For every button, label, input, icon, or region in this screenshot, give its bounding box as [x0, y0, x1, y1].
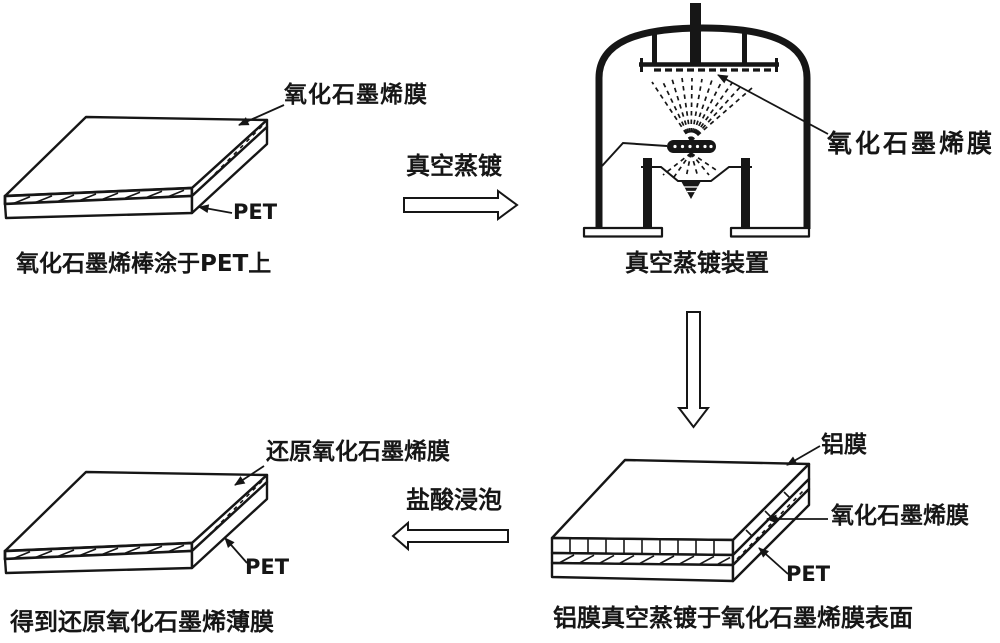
boat-lead-wire: [601, 141, 668, 167]
pet-side-face: [731, 487, 811, 583]
label-rgo-film-step4: 还原氧化石墨烯膜: [266, 439, 450, 465]
boat-charge-dots: [673, 144, 713, 149]
source-trough: [641, 166, 752, 182]
leader-go-film-step2: [717, 74, 829, 135]
stand-post-right: [741, 158, 750, 229]
bell-jar-outline: [595, 24, 811, 229]
vapor-spray-rays: [651, 77, 753, 179]
arrow-vacuum-evaporation: [403, 189, 519, 221]
label-pet-step3: PET: [786, 562, 831, 586]
label-vacuum-evaporation: 真空蒸镀: [406, 152, 502, 180]
label-hcl-soak: 盐酸浸泡: [406, 486, 502, 514]
chamber-foot-right: [729, 226, 811, 238]
caption-step1: 氧化石墨烯棒涂于PET上: [16, 251, 272, 277]
go-film-side-hatching: [736, 488, 806, 560]
source-cone: [681, 181, 701, 199]
leader-rgo-film-step4: [234, 465, 265, 486]
slab-rgo-on-pet: [3, 470, 269, 575]
al-film-brick-lines: [569, 539, 715, 555]
label-al-film-step3: 铝膜: [821, 432, 867, 458]
chamber-foot-left: [582, 226, 664, 238]
caption-step4: 得到还原氧化石墨烯薄膜: [10, 608, 274, 636]
label-go-film-step1: 氧化石墨烯膜: [284, 82, 428, 108]
go-film-hatching: [559, 554, 731, 565]
arrow-hcl-soak: [391, 520, 509, 552]
holder-rod: [690, 3, 701, 65]
label-pet-step1: PET: [233, 200, 278, 224]
leader-pet-step4: [224, 537, 248, 564]
arrow-down-to-step3: [676, 311, 711, 429]
slab-al-go-pet: [550, 458, 811, 583]
slab-go-on-pet: [3, 115, 269, 220]
caption-step2: 真空蒸镀装置: [625, 249, 769, 277]
pet-front-face: [550, 561, 735, 583]
leader-go-film-step1: [238, 104, 285, 126]
leader-al-film-step3: [786, 445, 821, 466]
label-go-film-step3: 氧化石墨烯膜: [831, 503, 969, 529]
leader-pet-step3: [758, 547, 789, 575]
label-go-film-step2: 氧化石墨烯膜: [827, 129, 996, 158]
stand-post-left: [643, 158, 652, 229]
caption-step3: 铝膜真空蒸镀于氧化石墨烯膜表面: [553, 604, 913, 632]
label-pet-step4: PET: [245, 555, 290, 579]
leader-pet-step1: [198, 204, 233, 214]
vacuum-chamber-apparatus: [582, 3, 811, 238]
